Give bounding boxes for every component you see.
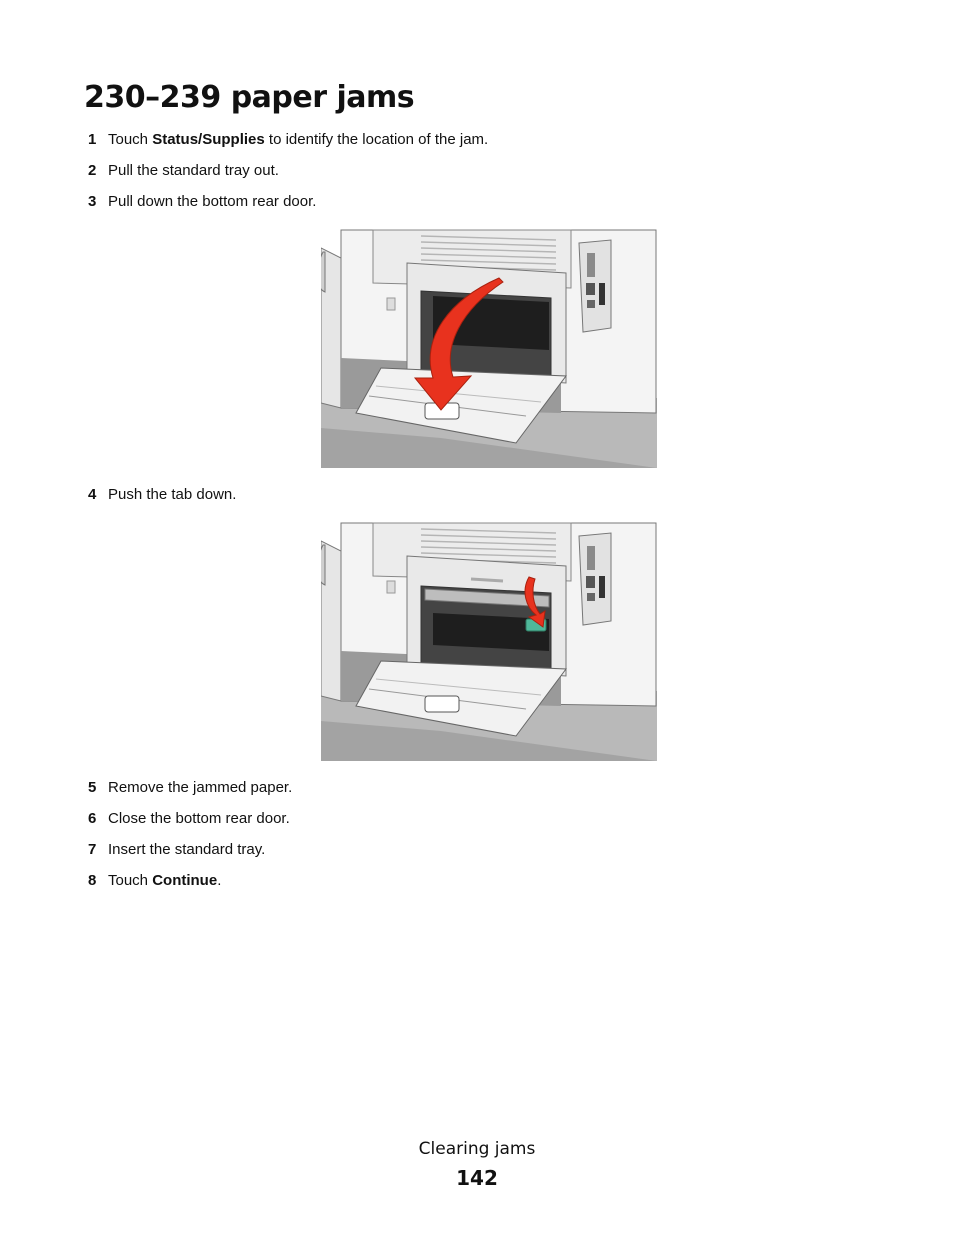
step-number: 1	[88, 131, 97, 148]
arrow-down-icon	[413, 277, 504, 411]
printer-illustration	[321, 521, 657, 761]
footer-section-title: Clearing jams	[418, 1139, 536, 1159]
ui-term-continue: Continue	[152, 872, 218, 889]
step-number: 7	[88, 841, 97, 858]
arrow-down-icon	[524, 576, 546, 628]
figure-rear-door-open	[321, 228, 657, 468]
step-number: 6	[88, 810, 97, 827]
step-number: 8	[88, 872, 97, 889]
page-number: 142	[456, 1166, 498, 1190]
step-number: 4	[88, 486, 97, 503]
figure-push-tab	[321, 521, 657, 761]
ui-term-status-supplies: Status/Supplies	[152, 131, 265, 148]
page-title: 230–239 paper jams	[84, 80, 415, 115]
step-number: 2	[88, 162, 97, 179]
rear-door-open	[355, 367, 567, 444]
paper-guide	[424, 588, 550, 608]
step-number: 3	[88, 193, 97, 210]
printer-illustration	[321, 228, 657, 468]
step-number: 5	[88, 779, 97, 796]
